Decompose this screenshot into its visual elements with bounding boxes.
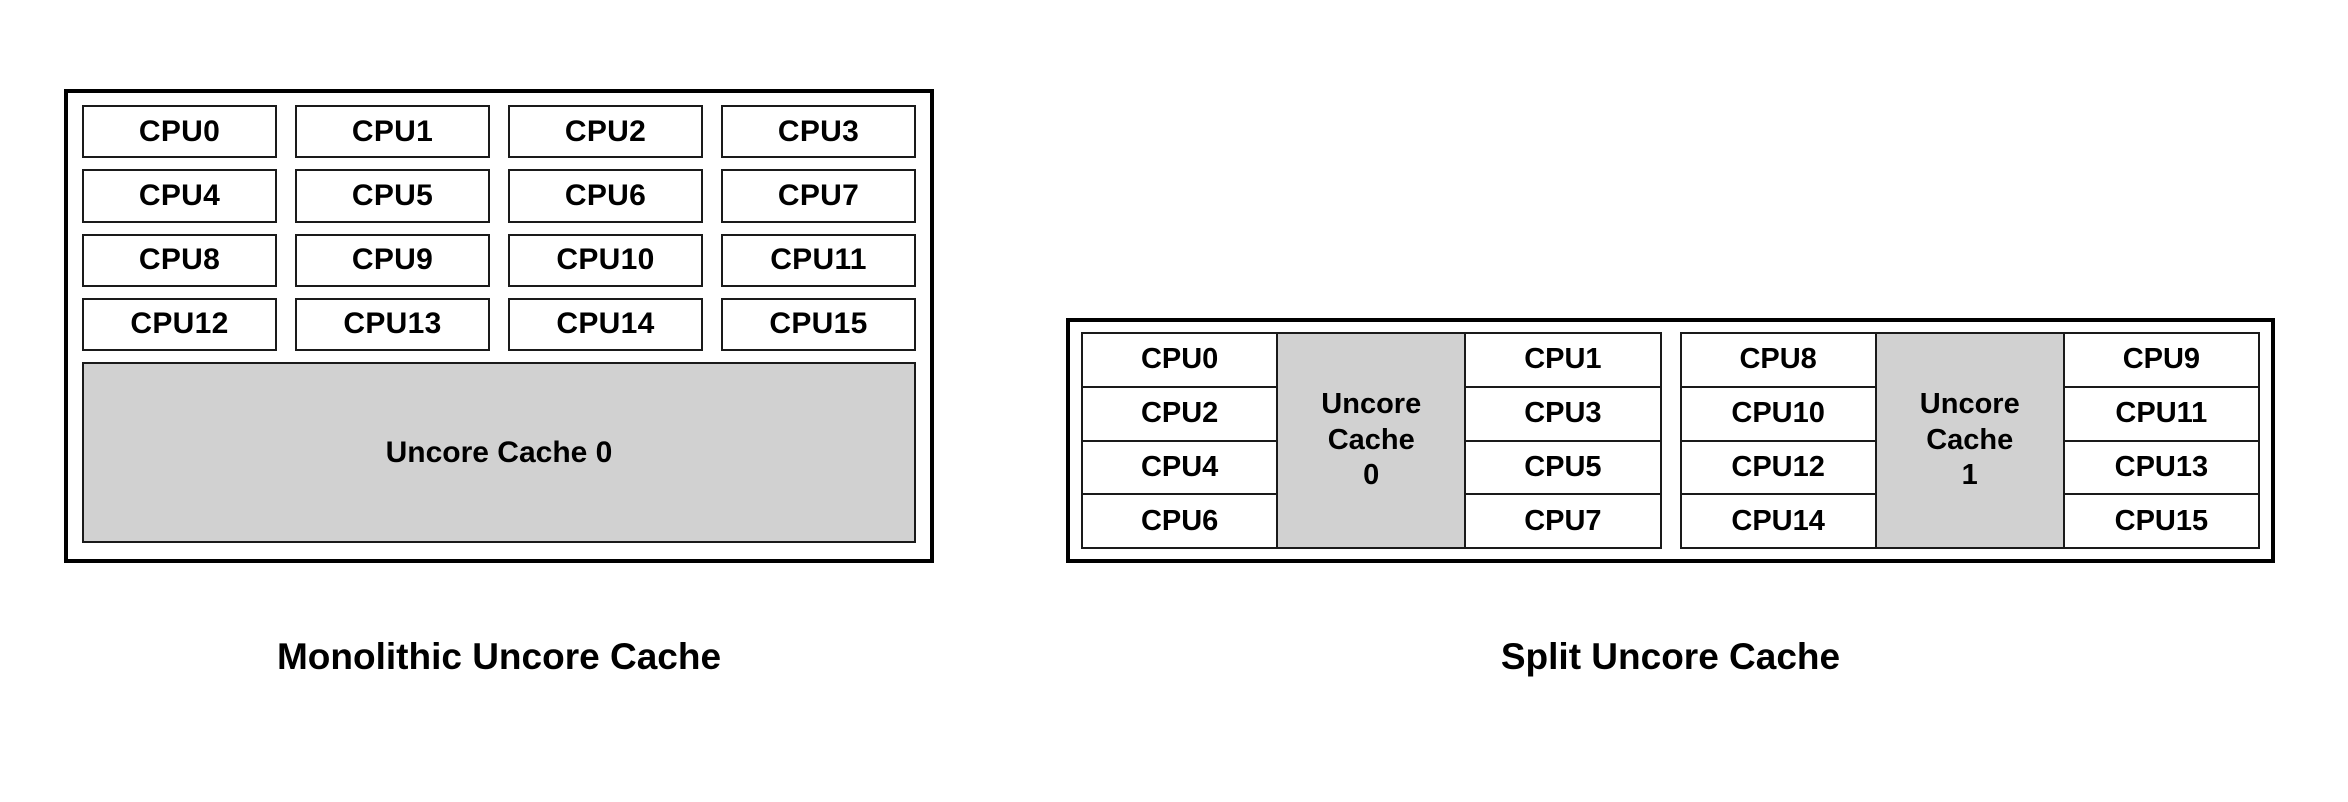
cpu-box-10: CPU10: [1681, 387, 1875, 442]
cpu-box-15: CPU15: [721, 297, 916, 351]
cache-group-1-right-column: CPU9 CPU11 CPU13 CPU15: [2064, 334, 2258, 547]
cpu-box-10: CPU10: [508, 233, 703, 287]
uncore-cache-1-line3: 1: [1961, 459, 1978, 492]
cpu-box-12: CPU12: [82, 297, 277, 351]
uncore-cache-0-block: Uncore Cache 0: [82, 362, 916, 543]
cpu-box-7: CPU7: [1466, 495, 1660, 547]
cpu-box-1: CPU1: [1466, 334, 1660, 388]
cpu-box-3: CPU3: [1466, 387, 1660, 442]
cpu-box-2: CPU2: [1083, 387, 1277, 442]
monolithic-cpu-grid: CPU0 CPU1 CPU2 CPU3 CPU4 CPU5 CPU6 CPU7 …: [82, 105, 916, 351]
cache-group-0-right-column: CPU1 CPU3 CPU5 CPU7: [1466, 334, 1660, 547]
cpu-box-13: CPU13: [295, 297, 490, 351]
cpu-box-7: CPU7: [721, 169, 916, 223]
cpu-box-1: CPU1: [295, 105, 490, 159]
cpu-box-9: CPU9: [2064, 334, 2258, 388]
split-uncore-cache-diagram: CPU0 CPU2 CPU4 CPU6 Uncore Cache 0 CPU1 …: [1066, 318, 2275, 563]
uncore-cache-1-block: Uncore Cache 1: [1874, 334, 2065, 547]
uncore-cache-0-block: Uncore Cache 0: [1276, 334, 1467, 547]
cache-group-0-left-column: CPU0 CPU2 CPU4 CPU6: [1083, 334, 1277, 547]
cache-group-1-left-column: CPU8 CPU10 CPU12 CPU14: [1681, 334, 1875, 547]
cpu-box-13: CPU13: [2064, 441, 2258, 496]
cpu-box-0: CPU0: [82, 105, 277, 159]
cpu-box-5: CPU5: [1466, 441, 1660, 496]
cpu-box-6: CPU6: [508, 169, 703, 223]
cache-group-1: CPU8 CPU10 CPU12 CPU14 Uncore Cache 1 CP…: [1679, 332, 2260, 549]
uncore-cache-0-line2: Cache: [1327, 423, 1415, 456]
cpu-box-2: CPU2: [508, 105, 703, 159]
cpu-box-4: CPU4: [82, 169, 277, 223]
uncore-cache-0-line3: 0: [1363, 459, 1380, 492]
cpu-box-3: CPU3: [721, 105, 916, 159]
cpu-box-6: CPU6: [1083, 495, 1277, 547]
uncore-cache-1-line1: Uncore: [1919, 388, 2020, 421]
cpu-box-14: CPU14: [508, 297, 703, 351]
cpu-box-12: CPU12: [1681, 441, 1875, 496]
cpu-box-9: CPU9: [295, 233, 490, 287]
cpu-box-15: CPU15: [2064, 495, 2258, 547]
cpu-box-14: CPU14: [1681, 495, 1875, 547]
split-caption: Split Uncore Cache: [1500, 636, 1841, 677]
monolithic-uncore-cache-diagram: CPU0 CPU1 CPU2 CPU3 CPU4 CPU5 CPU6 CPU7 …: [64, 89, 934, 563]
cpu-box-5: CPU5: [295, 169, 490, 223]
uncore-cache-0-line1: Uncore: [1321, 388, 1422, 421]
cpu-box-11: CPU11: [721, 233, 916, 287]
cpu-box-0: CPU0: [1083, 334, 1277, 388]
cpu-box-11: CPU11: [2064, 387, 2258, 442]
uncore-cache-1-line2: Cache: [1926, 423, 2014, 456]
monolithic-caption: Monolithic Uncore Cache: [276, 636, 722, 677]
cpu-box-4: CPU4: [1083, 441, 1277, 496]
monolithic-inner-container: CPU0 CPU1 CPU2 CPU3 CPU4 CPU5 CPU6 CPU7 …: [82, 105, 916, 547]
cpu-box-8: CPU8: [82, 233, 277, 287]
split-inner-container: CPU0 CPU2 CPU4 CPU6 Uncore Cache 0 CPU1 …: [1081, 332, 2260, 549]
cpu-box-8: CPU8: [1681, 334, 1875, 388]
cache-group-0: CPU0 CPU2 CPU4 CPU6 Uncore Cache 0 CPU1 …: [1081, 332, 1662, 549]
